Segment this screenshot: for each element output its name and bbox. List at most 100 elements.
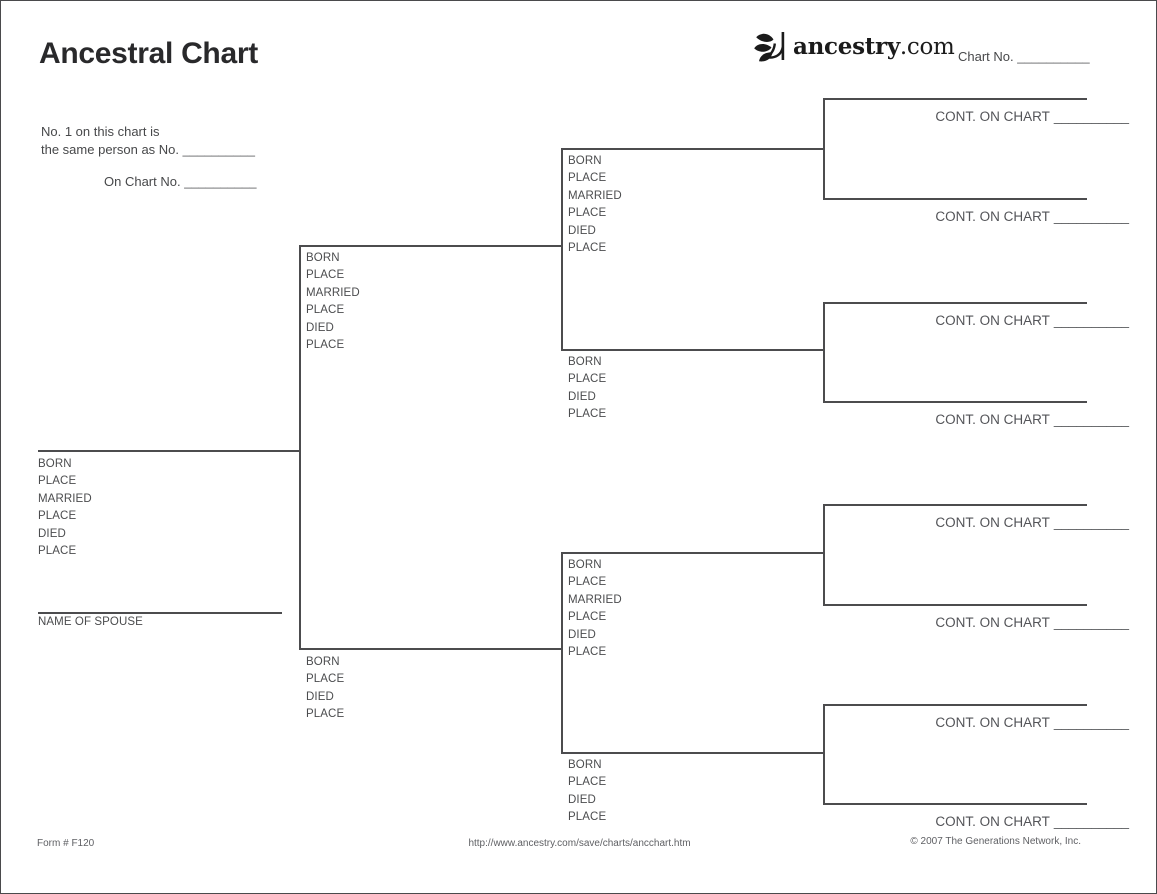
great-grandparent-line-7 xyxy=(823,704,1087,706)
field-label: PLACE xyxy=(568,242,607,255)
field-label: PLACE xyxy=(306,708,345,721)
cont-blank[interactable]: __________ xyxy=(1053,313,1129,328)
field-label: MARRIED xyxy=(568,189,622,202)
same-person-blank[interactable]: __________ xyxy=(182,141,255,157)
field-label: BORN xyxy=(568,356,602,368)
field-label: PLACE xyxy=(568,646,607,659)
cont-label: CONT. ON CHART xyxy=(935,313,1050,328)
field-label: PLACE xyxy=(568,811,607,824)
ancestry-logo: ancestry.com xyxy=(753,30,955,62)
cont-blank[interactable]: __________ xyxy=(1053,412,1129,427)
form-number: Form # F120 xyxy=(37,838,95,849)
great-grandparents-bracket-4 xyxy=(823,704,825,804)
spouse-name-line xyxy=(38,612,282,614)
ancestry-leaf-icon xyxy=(754,32,785,62)
cont-label: CONT. ON CHART xyxy=(935,715,1050,730)
note-line-3: On Chart No. __________ xyxy=(104,174,257,189)
cont-blank[interactable]: __________ xyxy=(1053,209,1129,224)
field-label: DIED xyxy=(568,224,596,237)
cont-blank[interactable]: __________ xyxy=(1053,109,1129,124)
field-label: DIED xyxy=(568,390,596,403)
on-chart-no-blank[interactable]: __________ xyxy=(184,174,257,189)
field-label: PLACE xyxy=(568,408,607,421)
field-label: PLACE xyxy=(568,611,607,624)
field-label: PLACE xyxy=(568,373,607,386)
field-label: PLACE xyxy=(306,339,345,352)
father-name-line xyxy=(299,245,562,247)
note-line-2: the same person as No. __________ xyxy=(41,141,255,159)
cont-on-chart-4: CONT. ON CHART__________ xyxy=(823,412,1129,427)
cont-label: CONT. ON CHART xyxy=(935,615,1050,630)
field-label: PLACE xyxy=(568,172,607,185)
logo-name: ancestry xyxy=(793,32,900,60)
field-label: BORN xyxy=(568,155,602,167)
paternal-grandfather-line xyxy=(561,148,824,150)
mother-name-line xyxy=(299,648,562,650)
great-grandparent-line-1 xyxy=(823,98,1087,100)
spouse-name-label: NAME OF SPOUSE xyxy=(38,616,143,628)
cont-label: CONT. ON CHART xyxy=(935,814,1050,829)
cont-label: CONT. ON CHART xyxy=(935,412,1050,427)
parents-bracket xyxy=(299,245,301,649)
cont-blank[interactable]: __________ xyxy=(1053,515,1129,530)
cont-on-chart-1: CONT. ON CHART__________ xyxy=(823,109,1129,124)
note-line-1: No. 1 on this chart is xyxy=(41,124,160,139)
field-label: PLACE xyxy=(38,475,77,488)
field-label: BORN xyxy=(568,759,602,771)
cont-on-chart-2: CONT. ON CHART__________ xyxy=(823,209,1129,224)
field-label: PLACE xyxy=(568,776,607,789)
paternal-grandmother-line xyxy=(561,349,824,351)
person1-name-line xyxy=(38,450,300,452)
great-grandparent-line-2 xyxy=(823,198,1087,200)
field-label: DIED xyxy=(568,628,596,641)
great-grandparent-line-6 xyxy=(823,604,1087,606)
cont-on-chart-5: CONT. ON CHART__________ xyxy=(823,515,1129,530)
cont-blank[interactable]: __________ xyxy=(1053,615,1129,630)
great-grandparent-line-5 xyxy=(823,504,1087,506)
cont-label: CONT. ON CHART xyxy=(935,209,1050,224)
great-grandparent-line-4 xyxy=(823,401,1087,403)
cont-label: CONT. ON CHART xyxy=(935,109,1050,124)
great-grandparent-line-8 xyxy=(823,803,1087,805)
on-chart-no-label: On Chart No. xyxy=(104,174,181,189)
great-grandparents-bracket-2 xyxy=(823,302,825,402)
great-grandparents-bracket-1 xyxy=(823,98,825,199)
field-label: PLACE xyxy=(568,576,607,589)
field-label: MARRIED xyxy=(38,492,92,505)
chart-no-field: Chart No. __________ xyxy=(958,49,1090,64)
field-label: DIED xyxy=(306,690,334,703)
paternal-grandmother-fields: BORN PLACE DIED PLACE xyxy=(568,354,606,424)
copyright-notice: © 2007 The Generations Network, Inc. xyxy=(910,836,1081,847)
field-label: PLACE xyxy=(568,207,607,220)
field-label: PLACE xyxy=(306,269,345,282)
field-label: MARRIED xyxy=(306,286,360,299)
field-label: DIED xyxy=(306,321,334,334)
great-grandparent-line-3 xyxy=(823,302,1087,304)
field-label: DIED xyxy=(38,527,66,540)
cont-blank[interactable]: __________ xyxy=(1053,814,1129,829)
cont-blank[interactable]: __________ xyxy=(1053,715,1129,730)
chart-reference-note: No. 1 on this chart is the same person a… xyxy=(41,123,255,158)
maternal-grandfather-line xyxy=(561,552,824,554)
great-grandparents-bracket-3 xyxy=(823,504,825,605)
chart-no-blank[interactable]: __________ xyxy=(1017,49,1090,64)
maternal-grandparents-bracket xyxy=(561,552,563,753)
cont-on-chart-7: CONT. ON CHART__________ xyxy=(823,715,1129,730)
same-person-label: the same person as No. xyxy=(41,141,180,157)
cont-on-chart-3: CONT. ON CHART__________ xyxy=(823,313,1129,328)
field-label: MARRIED xyxy=(568,593,622,606)
paternal-grandparents-bracket xyxy=(561,148,563,350)
form-url: http://www.ancestry.com/save/charts/ancc… xyxy=(468,838,691,849)
cont-on-chart-6: CONT. ON CHART__________ xyxy=(823,615,1129,630)
ancestry-logo-text: ancestry.com xyxy=(793,33,955,60)
paternal-grandfather-fields: BORN PLACE MARRIED PLACE DIED PLACE xyxy=(568,153,622,257)
page-title: Ancestral Chart xyxy=(39,37,258,70)
maternal-grandmother-line xyxy=(561,752,824,754)
field-label: PLACE xyxy=(38,545,77,558)
